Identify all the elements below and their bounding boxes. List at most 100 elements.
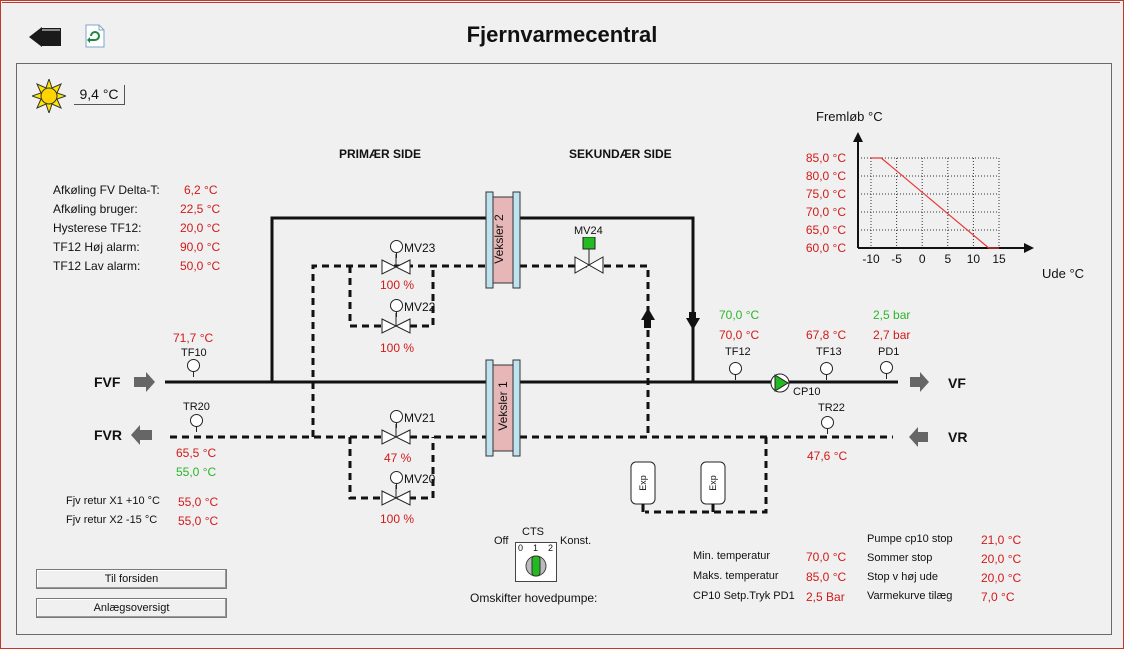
valve-mv21[interactable] bbox=[381, 424, 411, 448]
valve-mv20[interactable] bbox=[381, 485, 411, 509]
sun-icon bbox=[32, 79, 66, 113]
tr20-setpoint[interactable]: 55,0 °C bbox=[176, 465, 217, 479]
fvf-label: FVF bbox=[94, 374, 121, 390]
switch-pos-0: 0 bbox=[518, 543, 524, 553]
chart-x-tick-label: -5 bbox=[891, 252, 902, 266]
chart-x-tick-label: 5 bbox=[944, 252, 951, 266]
exchanger-2-label: Veksler 2 bbox=[492, 214, 506, 264]
tr20-value: 65,5 °C bbox=[176, 446, 217, 460]
tf13-sensor[interactable] bbox=[820, 362, 833, 380]
back-arrow-icon[interactable] bbox=[29, 26, 63, 48]
switch-off-label: Off bbox=[494, 535, 509, 547]
valve-mv21-actuator bbox=[390, 410, 403, 428]
chart-y-tick-label: 85,0 °C bbox=[806, 151, 846, 165]
setting-label: TF12 Lav alarm: bbox=[53, 259, 141, 273]
outdoor-temp: 9,4 °C bbox=[74, 85, 125, 105]
expansion-tank-2-label: Exp bbox=[708, 475, 718, 491]
heating-curve-line bbox=[871, 157, 999, 249]
chart-y-tick-label: 80,0 °C bbox=[806, 169, 846, 183]
tf12-value: 70,0 °C bbox=[719, 328, 760, 342]
chart-x-tick-label: 10 bbox=[967, 252, 981, 266]
return-x1-label: Fjv retur X1 +10 °C bbox=[66, 495, 160, 507]
primary-side-label: PRIMÆR SIDE bbox=[339, 147, 422, 161]
pd1-name: PD1 bbox=[878, 346, 900, 358]
chart-y-tick-label: 65,0 °C bbox=[806, 223, 846, 237]
tr20-sensor[interactable] bbox=[190, 414, 203, 432]
chart-y-tick-label: 75,0 °C bbox=[806, 187, 846, 201]
tf12-sensor[interactable] bbox=[729, 362, 742, 380]
setting-value[interactable]: 85,0 °C bbox=[806, 570, 847, 584]
pump-name: CP10 bbox=[793, 386, 821, 398]
tr22-value: 47,6 °C bbox=[807, 449, 848, 463]
setting-value[interactable]: 20,0 °C bbox=[981, 571, 1022, 585]
vr-label: VR bbox=[948, 429, 968, 445]
return-x2-value[interactable]: 55,0 °C bbox=[178, 514, 219, 528]
setting-label: Stop v høj ude bbox=[867, 571, 938, 583]
pump-switch[interactable]: 0 1 2 bbox=[515, 542, 557, 582]
setting-label: Maks. temperatur bbox=[693, 570, 779, 582]
valve-mv20-value: 100 % bbox=[380, 512, 415, 526]
chart-y-tick-label: 70,0 °C bbox=[806, 205, 846, 219]
valve-mv21-name: MV21 bbox=[404, 411, 436, 425]
overview-button[interactable]: Anlægsoversigt bbox=[36, 598, 227, 618]
setting-value[interactable]: 22,5 °C bbox=[180, 202, 221, 216]
cts-label: CTS bbox=[522, 526, 544, 538]
switch-pos-2: 2 bbox=[548, 543, 554, 553]
tf12-name: TF12 bbox=[725, 346, 751, 358]
tf10-name: TF10 bbox=[181, 347, 207, 359]
switch-caption: Omskifter hovedpumpe: bbox=[470, 591, 598, 605]
valve-mv23-name: MV23 bbox=[404, 241, 436, 255]
setting-value[interactable]: 20,0 °C bbox=[981, 552, 1022, 566]
return-x1-value[interactable]: 55,0 °C bbox=[178, 495, 219, 509]
switch-konst-label: Konst. bbox=[560, 535, 592, 547]
setting-value[interactable]: 21,0 °C bbox=[981, 533, 1022, 547]
chart-y-tick-label: 60,0 °C bbox=[806, 241, 846, 255]
setting-label: Afkøling FV Delta-T: bbox=[53, 183, 160, 197]
chart-x-tick-label: -10 bbox=[862, 252, 880, 266]
refresh-icon[interactable] bbox=[84, 24, 106, 48]
tr22-name: TR22 bbox=[818, 402, 845, 414]
chart-title: Fremløb °C bbox=[816, 109, 883, 124]
tf13-value: 67,8 °C bbox=[806, 328, 847, 342]
setting-value[interactable]: 7,0 °C bbox=[981, 590, 1015, 604]
pd1-setpoint[interactable]: 2,5 bar bbox=[873, 308, 911, 322]
vf-label: VF bbox=[948, 375, 966, 391]
chart-x-tick-label: 15 bbox=[992, 252, 1006, 266]
fvr-label: FVR bbox=[94, 427, 122, 443]
setting-value[interactable]: 90,0 °C bbox=[180, 240, 221, 254]
pd1-sensor[interactable] bbox=[880, 361, 893, 379]
valve-mv22-name: MV22 bbox=[404, 300, 436, 314]
setting-value[interactable]: 50,0 °C bbox=[180, 259, 221, 273]
tr22-sensor[interactable] bbox=[821, 416, 834, 434]
valve-mv24-name: MV24 bbox=[574, 225, 603, 237]
setting-label: Pumpe cp10 stop bbox=[867, 533, 953, 545]
pd1-value: 2,7 bar bbox=[873, 328, 911, 342]
valve-mv20-name: MV20 bbox=[404, 472, 436, 486]
tr20-name: TR20 bbox=[183, 401, 210, 413]
expansion-tank-1-label: Exp bbox=[638, 475, 648, 491]
valve-mv22-value: 100 % bbox=[380, 341, 415, 355]
setting-value[interactable]: 20,0 °C bbox=[180, 221, 221, 235]
setting-label: Sommer stop bbox=[867, 552, 933, 564]
valve-mv24[interactable] bbox=[574, 237, 604, 275]
setting-label: Afkøling bruger: bbox=[53, 202, 138, 216]
tf10-sensor[interactable] bbox=[187, 359, 200, 377]
return-x2-label: Fjv retur X2 -15 °C bbox=[66, 514, 158, 526]
setting-value[interactable]: 6,2 °C bbox=[184, 183, 218, 197]
tf12-setpoint[interactable]: 70,0 °C bbox=[719, 308, 760, 322]
valve-mv23-actuator bbox=[390, 240, 403, 258]
home-button[interactable]: Til forsiden bbox=[36, 569, 227, 589]
pump-icon[interactable] bbox=[770, 373, 792, 393]
chart-x-axis-arrow bbox=[1024, 243, 1034, 253]
valve-mv22-actuator bbox=[390, 299, 403, 317]
valve-mv23-value: 100 % bbox=[380, 278, 415, 292]
chart-x-axis-label: Ude °C bbox=[1042, 266, 1084, 281]
chart-y-axis-arrow bbox=[853, 132, 863, 142]
setting-value[interactable]: 2,5 Bar bbox=[806, 590, 845, 604]
setting-label: Hysterese TF12: bbox=[53, 221, 142, 235]
setting-value[interactable]: 70,0 °C bbox=[806, 550, 847, 564]
tf13-name: TF13 bbox=[816, 346, 842, 358]
frame-line bbox=[2, 2, 1120, 3]
